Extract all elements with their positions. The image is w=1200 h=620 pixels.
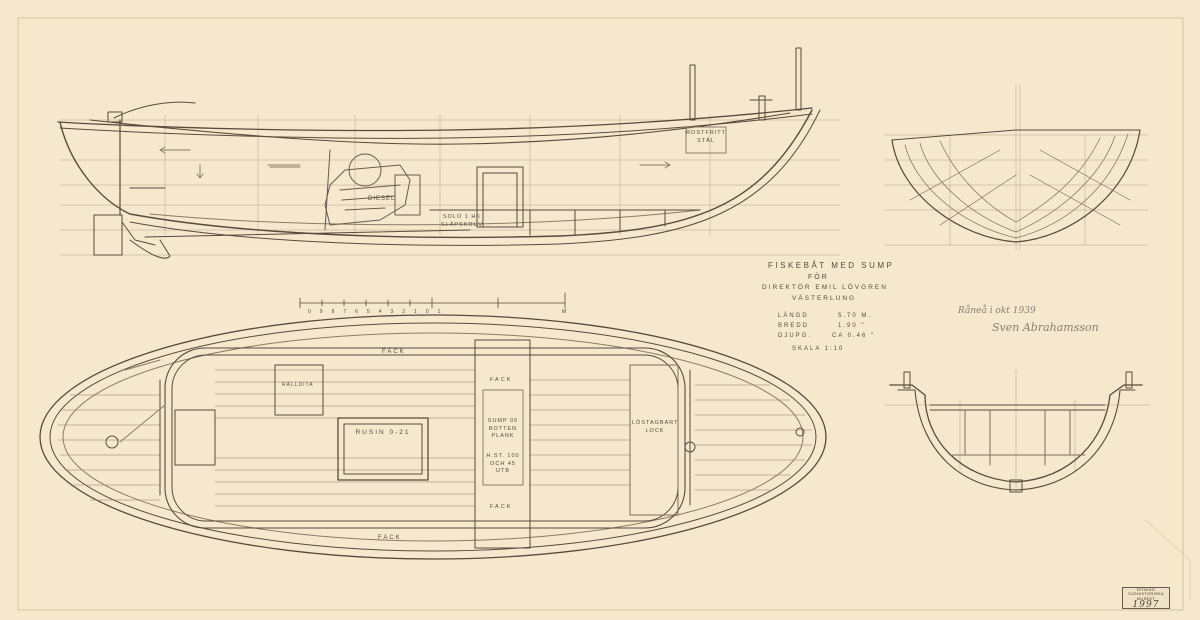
signature-place-date: Råneå i okt 1939 <box>958 306 1036 316</box>
scale-unit: M <box>562 309 569 315</box>
dim-depth-label: DJUPG. <box>778 333 813 339</box>
fack-top-label: FACK <box>382 349 406 355</box>
fack-bottom-label: FACK <box>378 535 402 541</box>
title-place: VÄSTERLUNG <box>792 295 857 302</box>
sump-upper-label: SUMP 06 BOTTEN PLANK <box>487 418 519 440</box>
stern-label: ROSTFRITT STÅL <box>686 130 726 144</box>
sheet-border <box>17 17 1184 611</box>
engine-note: SOLO 1 HK SLÄPSKRUV <box>440 214 483 228</box>
scale-bar <box>299 292 566 309</box>
sump-lower-label: H.ST. 100 OCH 45 UTB <box>486 453 520 475</box>
dim-breadth-label: BREDD <box>778 323 810 329</box>
scale-note: SKALA 1:10 <box>792 346 845 352</box>
dim-breadth-value: 1.90 " <box>838 323 866 329</box>
stamp-line1: RITNING <box>1136 587 1156 592</box>
paper-fold <box>1144 519 1191 601</box>
title-owner: DIREKTÖR EMIL LÖVGREN <box>762 284 888 291</box>
stamp-line2: SJÖHISTORISKA MUSEET <box>1128 591 1164 601</box>
fack-mid-label: FACK <box>490 377 513 383</box>
cabin-label: RUSIN 0-21 <box>355 429 411 436</box>
profile-view <box>57 47 841 259</box>
signature-name: Sven Abrahamsson <box>992 321 1099 334</box>
section-view <box>884 369 1151 493</box>
scale-ticks: 098765432101 <box>308 309 450 315</box>
body-plan-view <box>884 84 1149 251</box>
fack-low-label: FACK <box>490 504 513 510</box>
dim-length-label: LÄNGD <box>778 313 809 319</box>
plan-view <box>39 314 827 560</box>
dim-depth-value: CA 0.46 " <box>832 333 876 339</box>
archive-stamp: RITNING SJÖHISTORISKA MUSEET 1997 <box>1122 587 1170 611</box>
engine-label: DIESEL <box>368 196 396 202</box>
hatch-label: RÄLLDITA <box>282 382 314 388</box>
drawing-title: FISKEBÅT MED SUMP <box>768 261 895 270</box>
right-hatch-label: LÖSTAGBART LOCK <box>632 420 679 434</box>
dim-length-value: 5.70 M. <box>838 313 873 319</box>
title-for: FÖR <box>808 274 829 281</box>
stamp-number: 1997 <box>1132 600 1160 611</box>
